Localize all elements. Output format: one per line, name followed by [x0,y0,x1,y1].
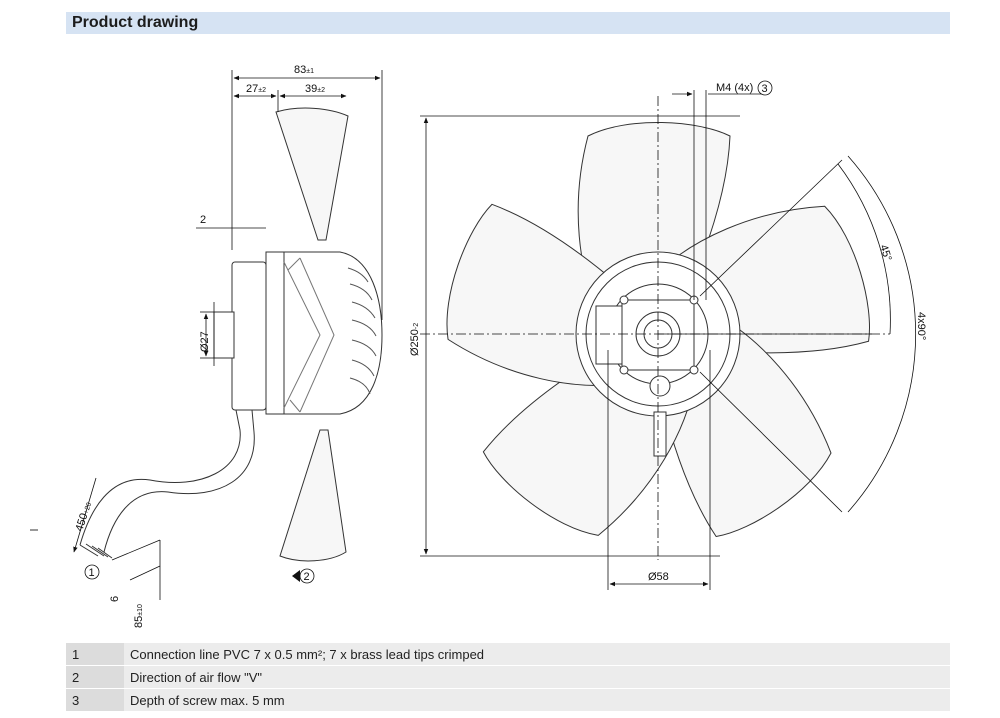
motor-ribs [347,267,377,395]
note-number: 3 [66,688,124,712]
angle-45-label: 45° [877,243,894,263]
arc-90 [847,155,916,513]
table-row: 2 Direction of air flow "V" [66,665,950,689]
dim-2-label: 2 [200,214,206,226]
dim-shaft-label: Ø27 [199,331,211,352]
rating-label [595,305,623,365]
note-text: Direction of air flow "V" [124,665,950,689]
dim-250-label: Ø250-2 [409,323,421,356]
dim-27-label: 27±2 [246,83,266,95]
cable [79,409,255,553]
section-header: Product drawing [66,12,950,34]
side-blade-top [275,107,349,241]
note-number: 1 [66,643,124,666]
note-text: Depth of screw max. 5 mm [124,688,950,712]
dim-39-label: 39±2 [305,83,325,95]
arc-45 [837,163,891,335]
dim-450 [73,477,97,553]
front-dimensions [420,90,916,590]
table-row: 1 Connection line PVC 7 x 0.5 mm²; 7 x b… [66,643,950,666]
dim-6-label: 6 [109,596,121,602]
svg-text:3: 3 [762,83,768,95]
dim-85-label: 85±10 [133,604,145,628]
note-number: 2 [66,665,124,689]
callout-3: 3 [757,80,773,96]
lead-wires [79,543,113,559]
svg-text:1: 1 [89,567,95,579]
front-view [446,121,870,538]
screw-label: M4 (4x) [716,82,753,94]
note-text: Connection line PVC 7 x 0.5 mm²; 7 x bra… [124,643,950,666]
callout-2: 2 [292,568,315,584]
motor-housing [265,251,383,415]
motor-band [265,251,285,415]
notes-table: 1 Connection line PVC 7 x 0.5 mm²; 7 x b… [66,643,950,712]
flange-plate [231,261,267,411]
product-drawing: 83±1 27±2 39±2 2 Ø27 450+20 6 85±10 1 2 [30,64,927,628]
shaft-stub [213,311,235,359]
table-row: 3 Depth of screw max. 5 mm [66,688,950,712]
cable-exit [653,411,667,457]
screw-holes [619,295,699,375]
dim-83-label: 83±1 [294,64,314,76]
section-title: Product drawing [72,14,199,31]
dim-450-label: 450+20 [73,500,94,533]
side-blade-bottom [279,429,347,562]
dim-58-label: Ø58 [648,571,669,583]
callout-1: 1 [84,564,100,580]
angle-90-label: 4x90° [915,312,927,340]
side-dimensions [73,70,383,600]
cable-gland [649,375,671,397]
svg-text:2: 2 [304,571,310,583]
motor-hatching [283,257,335,413]
side-view [79,107,383,562]
